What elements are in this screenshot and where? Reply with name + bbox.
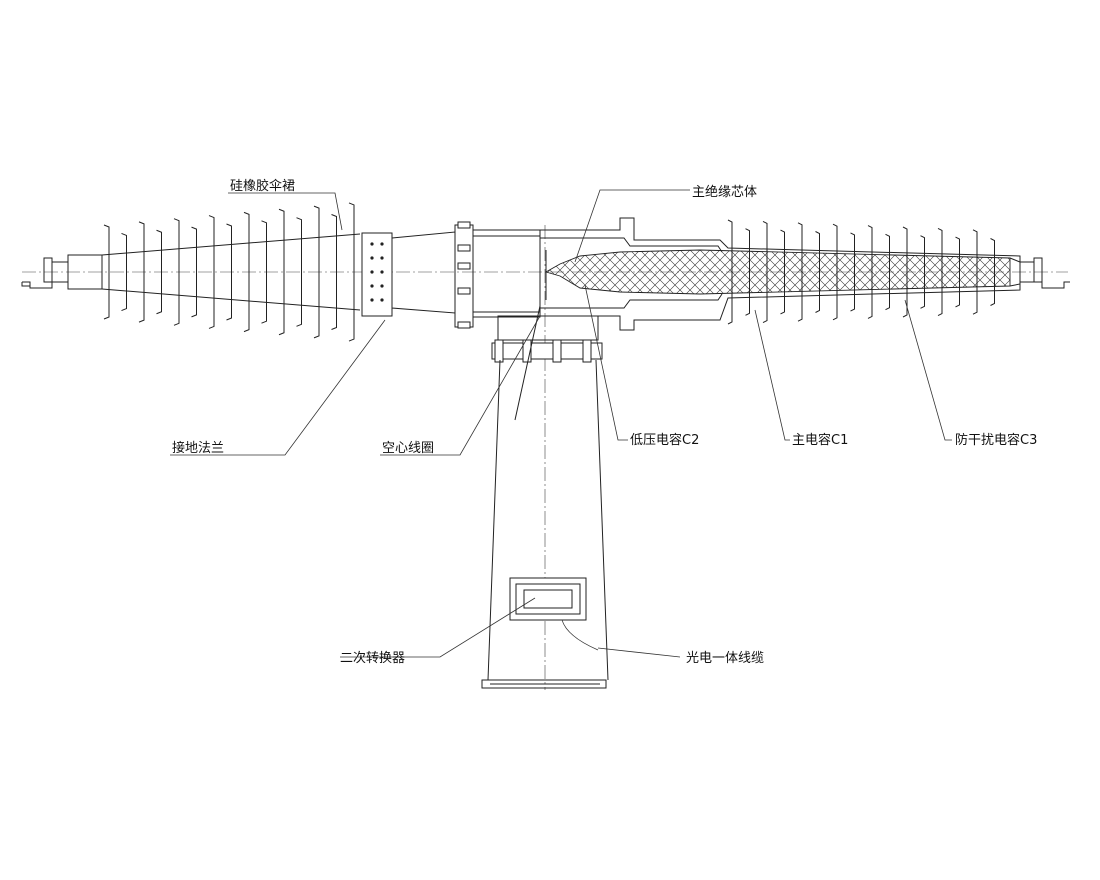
shed — [278, 208, 285, 336]
right-housing — [540, 217, 1035, 331]
air-core-coil-line — [514, 305, 541, 421]
left-housing — [101, 231, 456, 317]
central-flange — [454, 221, 541, 329]
shed — [972, 229, 978, 315]
label-grounding-flange: 接地法兰 — [172, 440, 224, 456]
shed — [208, 215, 215, 329]
right-terminal — [1033, 257, 1070, 289]
label-air-core-coil: 空心线圈 — [382, 441, 434, 456]
shed — [745, 228, 750, 316]
shed — [138, 221, 145, 323]
shed — [331, 214, 337, 330]
shed — [990, 238, 995, 306]
silicone-sheds-right — [727, 219, 995, 325]
label-silicone-sheds: 硅橡胶伞裙 — [230, 178, 295, 194]
secondary-converter-box — [509, 577, 599, 651]
shed — [902, 226, 908, 318]
shed — [937, 227, 943, 317]
shed — [955, 236, 960, 308]
shed — [885, 233, 890, 311]
shed — [797, 222, 803, 322]
shed — [226, 223, 232, 321]
shed — [867, 225, 873, 319]
shed — [243, 211, 250, 333]
shed — [920, 235, 925, 309]
shed — [780, 229, 785, 315]
shed — [727, 219, 733, 325]
silicone-sheds-left — [103, 202, 355, 342]
shed — [762, 220, 768, 324]
label-optoelectronic-cable: 光电一体线缆 — [686, 650, 764, 666]
support-column — [481, 315, 609, 689]
shed — [850, 232, 855, 312]
shed — [156, 229, 162, 315]
label-main-insulation-core: 主绝缘芯体 — [692, 184, 757, 200]
shed — [173, 218, 180, 326]
shed — [121, 232, 127, 312]
label-secondary-converter: 二次转换器 — [340, 650, 405, 666]
leader-lines — [170, 189, 952, 658]
label-low-voltage-cap: 低压电容C2 — [630, 432, 699, 448]
label-anti-interference-cap: 防干扰电容C3 — [955, 432, 1037, 448]
shed — [103, 224, 110, 320]
shed — [815, 231, 820, 313]
shed — [191, 226, 197, 318]
label-main-cap: 主电容C1 — [792, 432, 848, 448]
shed — [261, 220, 267, 324]
shed — [832, 223, 838, 321]
left-terminal — [21, 254, 103, 290]
shed — [296, 217, 302, 327]
shed — [348, 202, 355, 342]
shed — [313, 205, 320, 339]
